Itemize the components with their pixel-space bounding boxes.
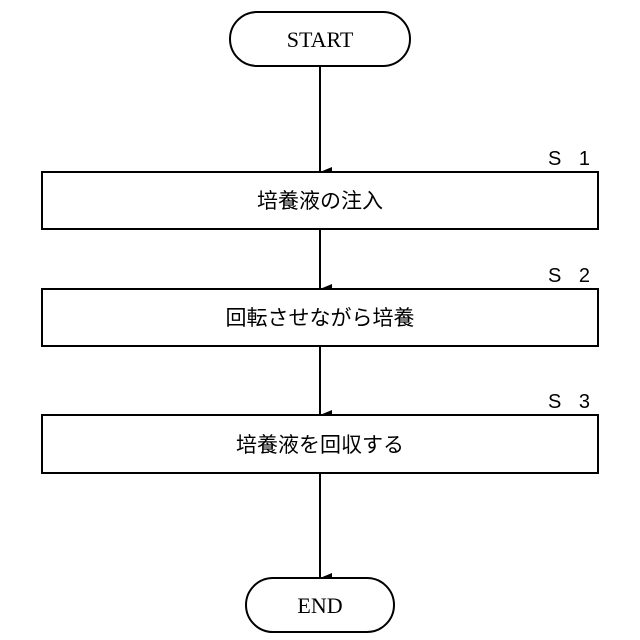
- start-label: START: [287, 27, 354, 52]
- step-1-label: 培養液の注入: [257, 189, 383, 213]
- step-2-id: S 2: [548, 265, 596, 287]
- end-terminal: END: [246, 578, 394, 632]
- start-terminal: START: [230, 12, 410, 66]
- step-1-id: S 1: [548, 148, 596, 170]
- step-3-id: S 3: [548, 391, 596, 413]
- step-3-label: 培養液を回収する: [236, 433, 404, 457]
- step-2-label: 回転させながら培養: [226, 306, 415, 330]
- end-label: END: [297, 593, 342, 618]
